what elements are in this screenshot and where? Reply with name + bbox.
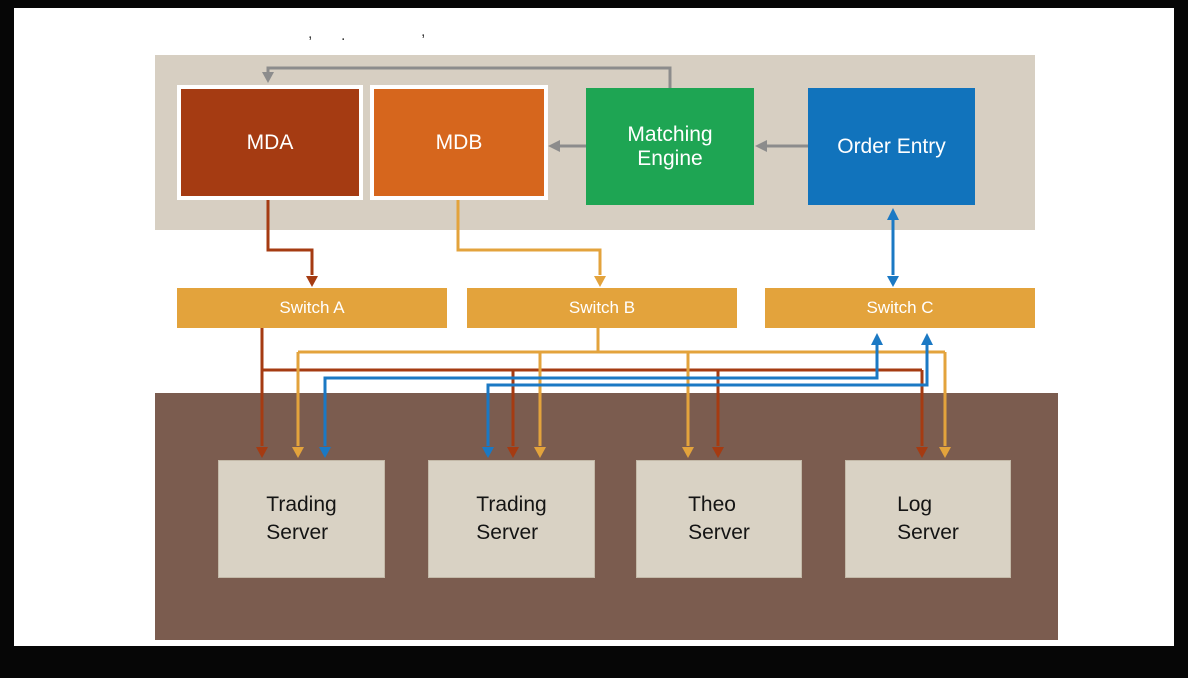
log-server: Log Server bbox=[845, 460, 1011, 578]
node-mda: MDA bbox=[177, 85, 363, 200]
switch-b: Switch B bbox=[467, 288, 737, 328]
trading-server-1: Trading Server bbox=[218, 460, 385, 578]
node-mdb: MDB bbox=[370, 85, 548, 200]
switch-c: Switch C bbox=[765, 288, 1035, 328]
theo-server-label: Theo Server bbox=[688, 491, 750, 548]
switch-a: Switch A bbox=[177, 288, 447, 328]
server-label-line: Log bbox=[897, 492, 933, 516]
node-order-entry: Order Entry bbox=[808, 88, 975, 205]
server-label-line: Server bbox=[688, 521, 750, 544]
switch-c-label: Switch C bbox=[866, 298, 934, 317]
node-matching-engine-label: Matching Engine bbox=[627, 122, 713, 170]
server-label-line: Server bbox=[897, 521, 959, 544]
node-order-entry-label: Order Entry bbox=[837, 134, 946, 158]
cropped-title-fragment: , bbox=[308, 25, 313, 42]
node-mda-label: MDA bbox=[246, 130, 294, 154]
server-label-line: Trading bbox=[266, 492, 337, 516]
log-server-label: Log Server bbox=[897, 491, 959, 548]
node-mdb-label: MDB bbox=[435, 130, 483, 154]
theo-server: Theo Server bbox=[636, 460, 802, 578]
trading-server-2-label: Trading Server bbox=[476, 491, 546, 548]
server-label-line: Server bbox=[476, 521, 539, 544]
switch-b-label: Switch B bbox=[568, 298, 636, 317]
trading-server-1-label: Trading Server bbox=[266, 491, 336, 548]
trading-server-2: Trading Server bbox=[428, 460, 595, 578]
server-label-line: Theo bbox=[688, 492, 736, 516]
node-matching-engine: Matching Engine bbox=[586, 88, 754, 205]
cropped-title-fragment: . bbox=[341, 27, 346, 44]
cropped-title-fragment: , bbox=[421, 23, 426, 40]
server-label-line: Trading bbox=[476, 492, 547, 516]
switch-a-label: Switch A bbox=[279, 298, 345, 317]
server-label-line: Server bbox=[266, 521, 329, 544]
